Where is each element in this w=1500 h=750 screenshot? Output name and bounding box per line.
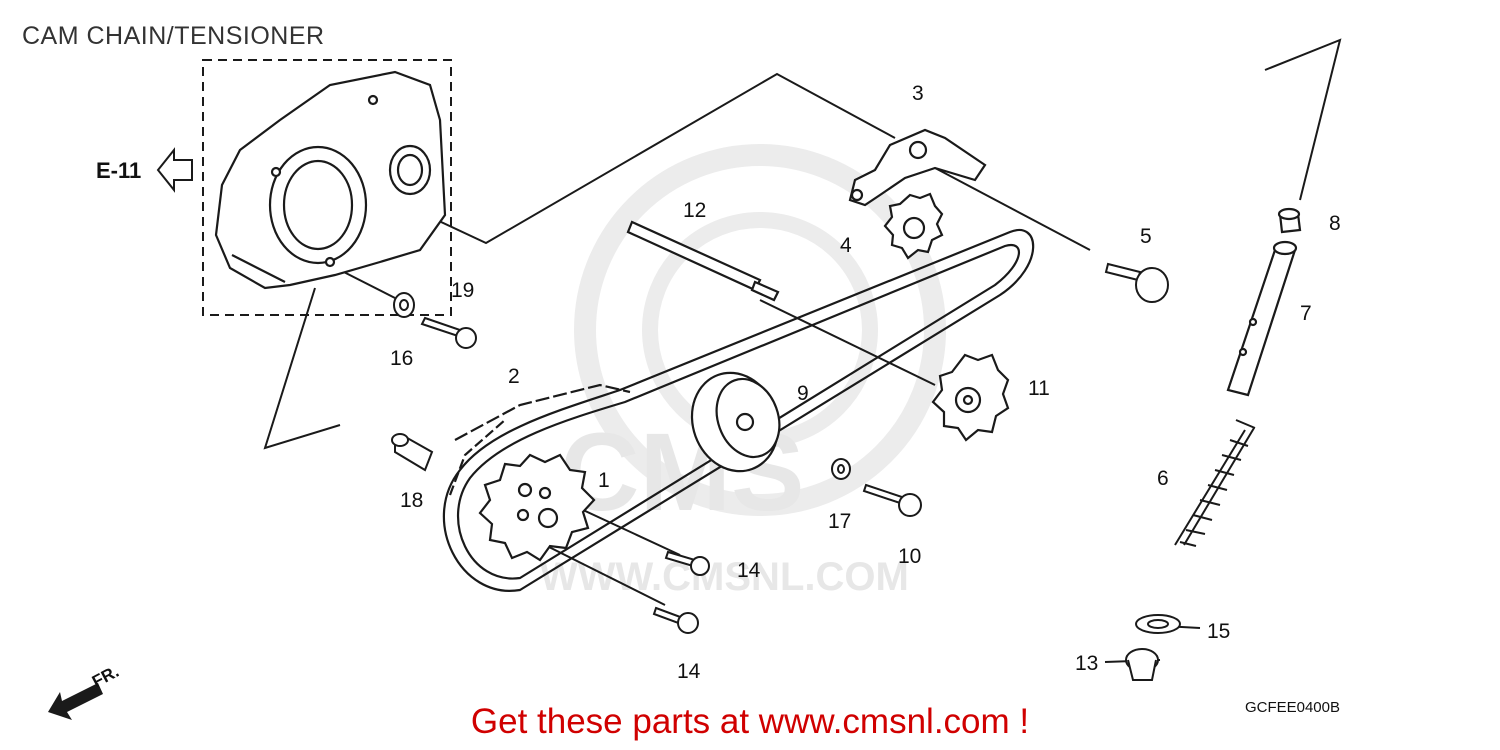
callout-1: 1 [598,469,610,492]
crankcase-frame [202,59,452,316]
idler-sprocket [931,353,1010,442]
tensioner-shaft [626,220,780,302]
rod-cap [1277,207,1302,234]
callout-5: 5 [1140,225,1152,248]
section-ref-label: E-11 [96,158,142,183]
tensioner-roller [690,371,781,473]
watermark: CMS WWW.CMSNL.COM [540,144,946,599]
washers [391,292,1181,634]
tensioner-bracket [848,128,987,207]
callout-3: 3 [912,82,924,105]
callout-6: 6 [1157,467,1169,490]
callout-17: 17 [828,510,851,533]
callout-2: 2 [508,365,520,388]
promo-banner: Get these parts at www.cmsnl.com ! [470,702,1030,741]
watermark-url: WWW.CMSNL.COM [540,555,909,599]
callout-18: 18 [400,489,423,512]
callout-12: 12 [683,199,706,222]
crankcase-cover [214,70,447,290]
page-title: CAM CHAIN/TENSIONER [22,22,325,50]
callout-14a: 14 [737,559,761,582]
callout-16: 16 [390,347,413,370]
callout-14b: 14 [677,660,701,683]
callout-13: 13 [1075,652,1098,675]
callout-19: 19 [451,279,474,302]
cam-sprocket [478,453,596,562]
callout-8: 8 [1329,212,1341,235]
callout-4: 4 [840,234,852,257]
cam-chain [442,229,1035,592]
diagram-code: GCFEE0400B [1244,699,1340,716]
callout-9: 9 [797,382,809,405]
callout-15: 15 [1207,620,1230,643]
ref-arrow-icon [156,147,193,193]
bolts [420,262,1169,681]
tensioner-spring [1174,419,1256,547]
small-sprocket [883,192,944,260]
callout-11: 11 [1028,377,1050,400]
callout-10: 10 [898,545,921,568]
callout-7: 7 [1300,302,1312,325]
tensioner-pushrod [1226,240,1298,397]
front-arrow-icon [48,683,103,720]
